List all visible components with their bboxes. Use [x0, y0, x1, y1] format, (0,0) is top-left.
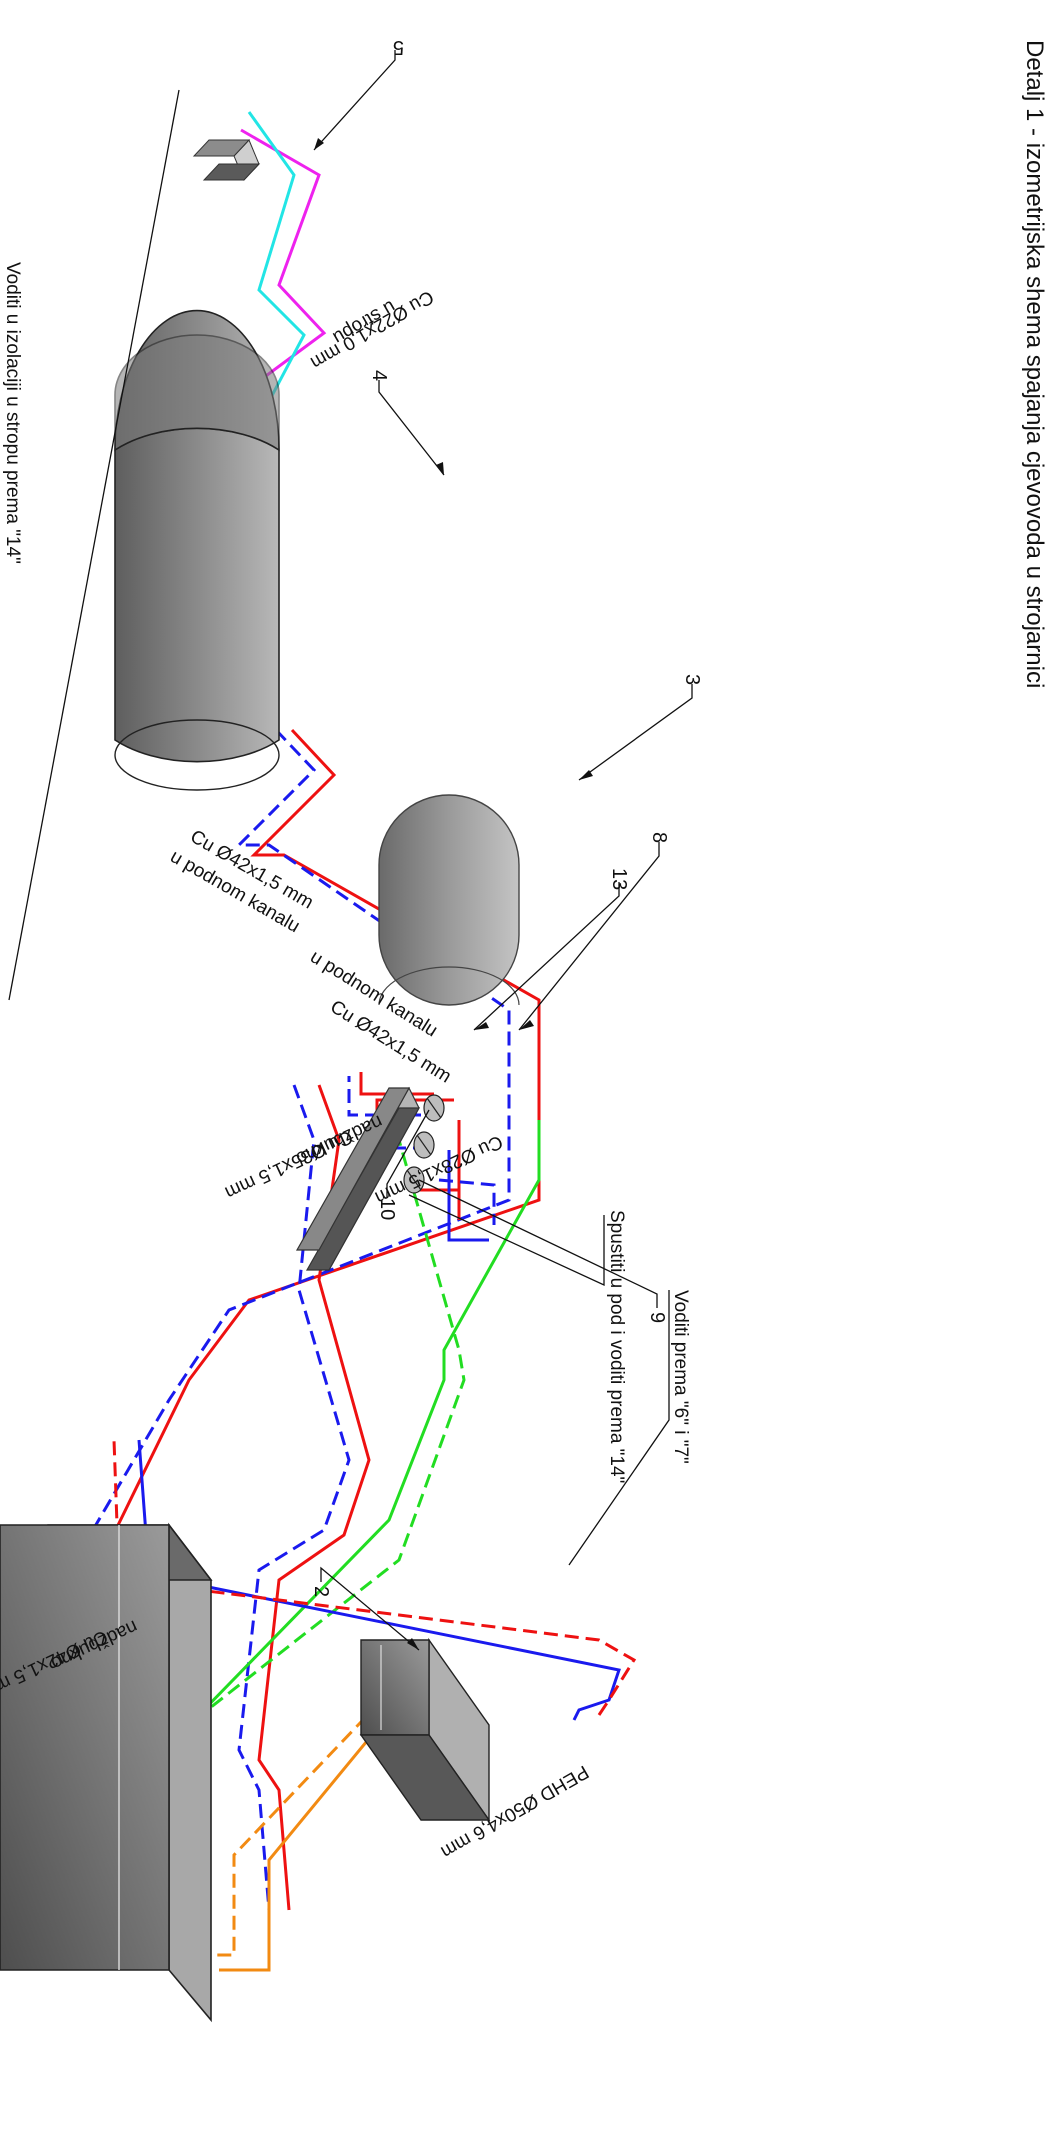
note-izolacija: Voditi u izolaciji u stropu prema "14" [2, 262, 23, 564]
svg-text:5: 5 [393, 36, 404, 58]
equipment-manifold-13 [295, 1086, 421, 1272]
svg-text:2: 2 [310, 1586, 332, 1597]
pump-1 [423, 1094, 445, 1122]
leader-voditi-6-7 [568, 1290, 670, 1566]
leader-5: 5 [313, 36, 404, 151]
svg-text:8: 8 [648, 832, 670, 843]
pipe-blue-tank3 [237, 1084, 351, 1911]
svg-text:4: 4 [368, 370, 390, 381]
leader-13: 13 [473, 868, 630, 1031]
pipe-blue-tank4 [47, 728, 511, 1606]
svg-text:3: 3 [681, 674, 703, 685]
leader-4: 4 [368, 370, 445, 476]
pump-3 [403, 1166, 425, 1194]
leader-spustiti [408, 1194, 605, 1287]
svg-text:9: 9 [646, 1312, 668, 1323]
pump-2 [413, 1131, 435, 1159]
pipe-red-tank4 [77, 728, 541, 1606]
pumps-group [403, 1094, 445, 1194]
drawing-title: Detalj 1 - izometrijska shema spajanja c… [1021, 40, 1048, 688]
leader-3: 3 [578, 674, 703, 781]
equipment-box-2 [359, 1637, 491, 1823]
equipment-tank-4 [114, 309, 280, 791]
note-spustiti: Spustiti u pod i voditi prema "14" [606, 1210, 627, 1483]
leader-izolacija [8, 89, 180, 1001]
equipment-box-1 [0, 1522, 213, 2023]
equipment-tank-3 [378, 794, 520, 1006]
equipment-item-5 [192, 139, 261, 181]
svg-text:13: 13 [608, 868, 630, 890]
label-cu22: Cu Ø22x1,0 mm u stropu [307, 286, 437, 373]
svg-text:10: 10 [376, 1198, 398, 1220]
leader-9: 9 [418, 1179, 668, 1323]
note-voditi-6-7: Voditi prema "6" i "7" [670, 1290, 691, 1464]
leader-10: 10 [376, 1109, 430, 1220]
leader-8: 8 [518, 832, 670, 1031]
leader-2: 2 [310, 1566, 420, 1651]
